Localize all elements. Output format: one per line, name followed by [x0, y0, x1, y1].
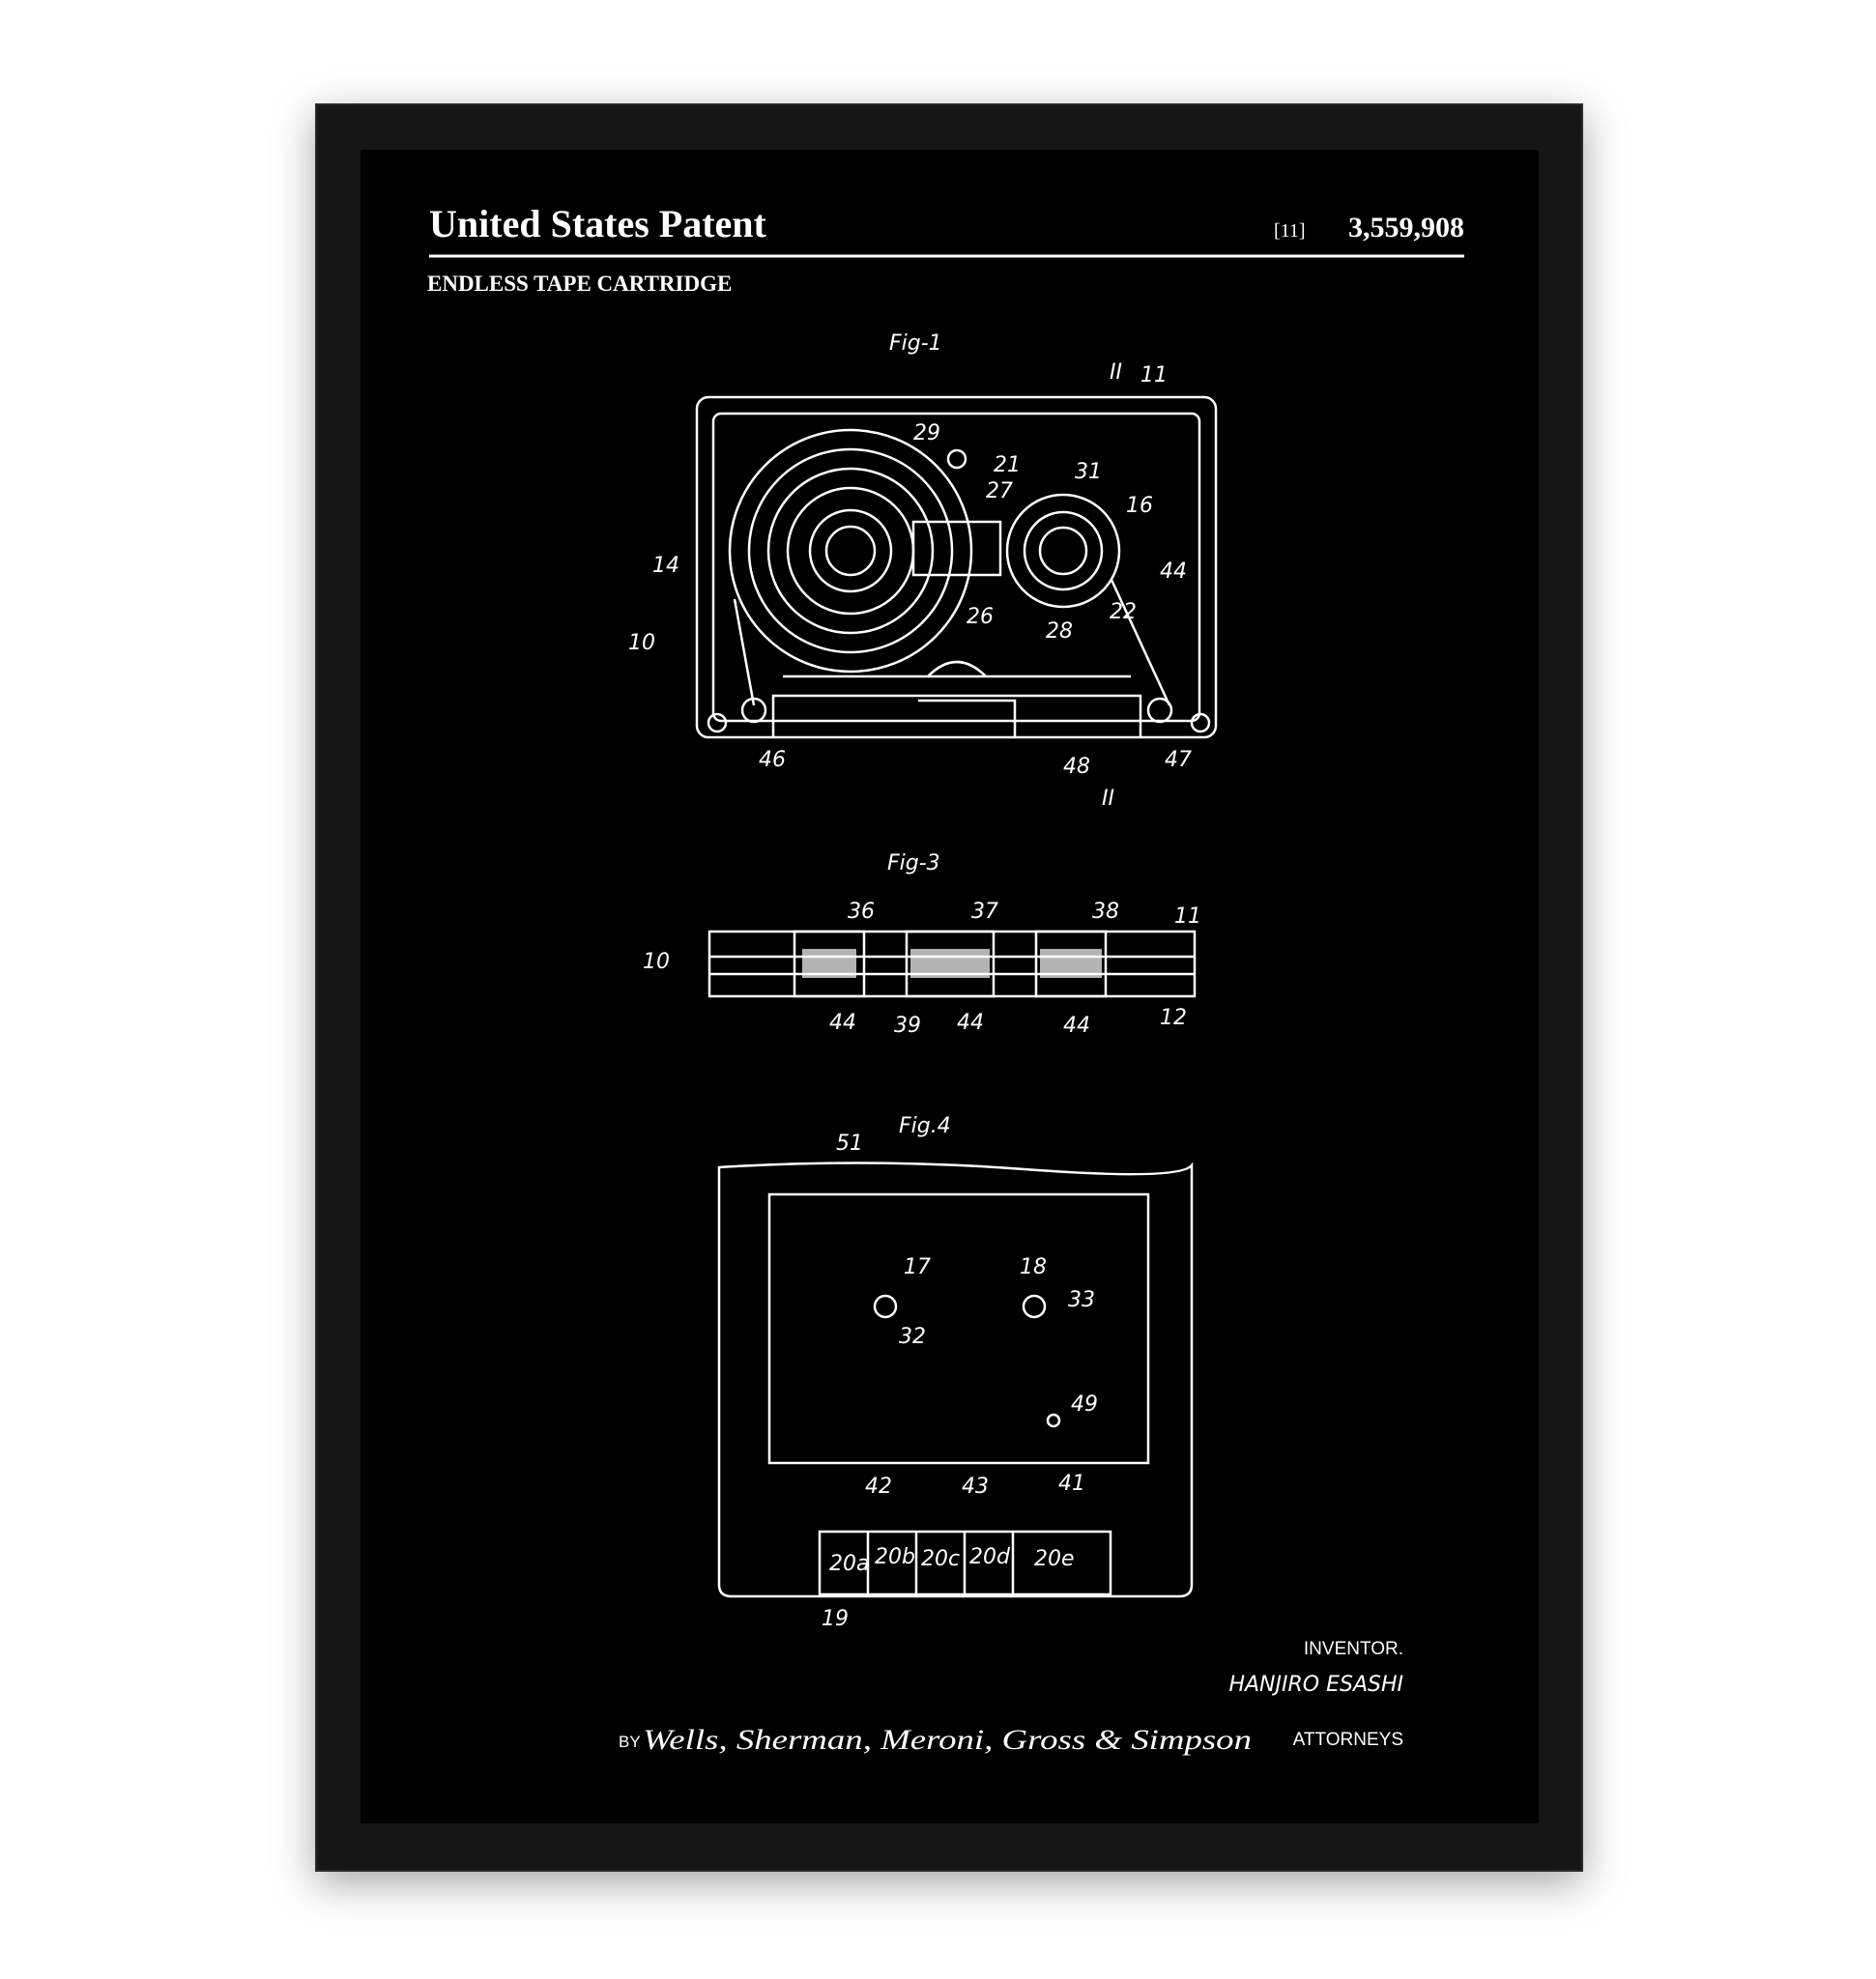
patent-poster [361, 150, 1539, 1823]
svg-text:17: 17 [904, 1255, 931, 1279]
svg-text:20c: 20c [921, 1547, 960, 1571]
patent-title: United States Patent [429, 202, 767, 245]
fig4-button-labels: 20a 20b 20c 20d 20e [829, 1545, 1075, 1576]
svg-text:44: 44 [1063, 1014, 1090, 1038]
patent-number: 3,559,908 [1348, 212, 1464, 244]
by-label: BY [619, 1733, 641, 1751]
svg-text:32: 32 [899, 1325, 926, 1349]
patent-number-prefix: [11] [1274, 220, 1306, 242]
svg-text:16: 16 [1126, 494, 1153, 518]
svg-text:21: 21 [994, 453, 1021, 477]
svg-text:18: 18 [1020, 1255, 1047, 1279]
svg-text:42: 42 [865, 1475, 892, 1499]
svg-text:22: 22 [1110, 600, 1137, 624]
svg-text:41: 41 [1058, 1472, 1085, 1496]
svg-text:29: 29 [913, 421, 940, 445]
svg-text:20d: 20d [969, 1545, 1011, 1569]
svg-text:20a: 20a [829, 1552, 869, 1576]
inventor-label: INVENTOR. [1304, 1639, 1403, 1659]
fig3-reference-numerals: 36 37 38 11 10 44 39 44 44 12 [643, 900, 1201, 1038]
svg-text:28: 28 [1046, 619, 1073, 644]
svg-text:47: 47 [1165, 748, 1192, 772]
svg-text:49: 49 [1071, 1392, 1098, 1417]
svg-text:31: 31 [1075, 460, 1102, 484]
svg-text:48: 48 [1063, 755, 1090, 779]
attorney-signature: Wells, Sherman, Meroni, Gross & Simpson [643, 1724, 1252, 1756]
svg-text:44: 44 [957, 1011, 984, 1035]
svg-text:19: 19 [822, 1607, 849, 1631]
svg-text:43: 43 [962, 1475, 989, 1499]
patent-subtitle: ENDLESS TAPE CARTRIDGE [427, 272, 732, 296]
fig3-tape-strip [707, 930, 1197, 998]
svg-text:II: II [1102, 787, 1114, 811]
fig4-reference-numerals: 51 17 18 33 32 49 42 43 41 19 [822, 1132, 1098, 1631]
svg-text:51: 51 [836, 1132, 863, 1156]
svg-text:14: 14 [652, 554, 679, 578]
svg-text:36: 36 [848, 900, 875, 924]
svg-text:46: 46 [759, 748, 786, 772]
svg-text:27: 27 [986, 479, 1013, 503]
svg-text:11: 11 [1140, 363, 1168, 387]
svg-text:44: 44 [1160, 559, 1187, 584]
svg-text:10: 10 [643, 950, 670, 974]
svg-text:33: 33 [1068, 1288, 1095, 1312]
fig3-label: Fig-3 [887, 851, 940, 875]
svg-text:37: 37 [971, 900, 998, 924]
svg-text:38: 38 [1092, 900, 1119, 924]
svg-text:II: II [1110, 360, 1122, 385]
svg-text:12: 12 [1160, 1006, 1187, 1030]
inventor-name: HANJIRO ESASHI [1228, 1673, 1403, 1697]
tape-reel-small [1005, 493, 1121, 609]
fig4-screen [767, 1192, 1150, 1465]
fig4-label: Fig.4 [899, 1114, 951, 1138]
fig4-device [717, 1162, 1194, 1598]
fig1-label: Fig-1 [889, 331, 942, 356]
svg-text:26: 26 [967, 605, 994, 629]
svg-text:39: 39 [894, 1014, 921, 1038]
svg-text:10: 10 [628, 631, 655, 655]
svg-text:11: 11 [1174, 904, 1201, 929]
svg-text:20b: 20b [875, 1545, 915, 1569]
fig1-reference-numerals: 29 21 27 31 16 14 44 22 26 28 10 46 48 4… [628, 360, 1192, 811]
attorneys-label: ATTORNEYS [1293, 1730, 1403, 1750]
svg-text:20e: 20e [1034, 1547, 1075, 1571]
tape-reel-large [728, 428, 973, 674]
fig1-cassette [695, 395, 1218, 739]
svg-text:44: 44 [829, 1011, 856, 1035]
